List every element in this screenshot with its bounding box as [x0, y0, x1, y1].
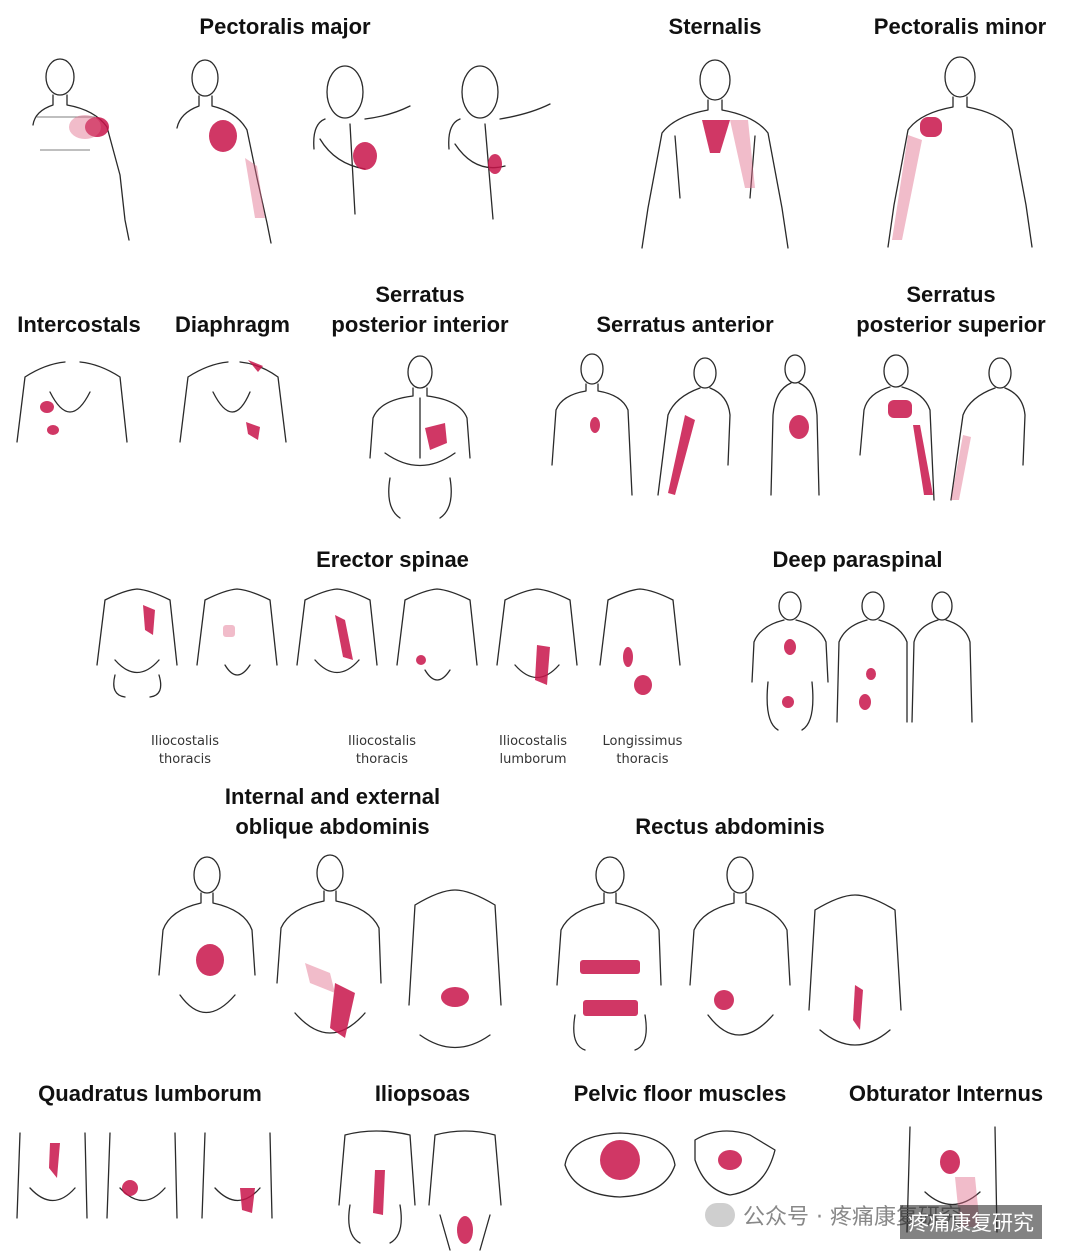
figure-pelvic-floor-1: [564, 1132, 676, 1198]
title-line-1: Internal and external: [224, 784, 441, 809]
figure-sternalis: [641, 59, 789, 249]
figure-intercostals: [16, 361, 128, 443]
title-iliopsoas: Iliopsoas: [374, 1081, 471, 1106]
label-line-2: lumborum: [499, 752, 567, 767]
figure-quadratus-lumborum-2: [106, 1132, 178, 1219]
figure-erector-spinae-5: [496, 588, 578, 685]
figure-pectoralis-major-3: [313, 65, 411, 215]
label-iliocostalis-lumborum: Iliocostalis lumborum: [483, 733, 583, 769]
label-line-1: Iliocostalis: [499, 734, 567, 749]
figure-oblique-3: [408, 889, 502, 1048]
figure-erector-spinae-1: [96, 588, 178, 698]
figure-serratus-anterior-2: [657, 357, 731, 496]
figure-erector-spinae-6: [599, 588, 681, 695]
title-serratus-anterior: Serratus anterior: [596, 312, 774, 337]
figure-pectoralis-major-4: [448, 65, 551, 220]
title-serratus-posterior-superior: Serratus posterior superior: [845, 280, 1057, 340]
title-pectoralis-minor: Pectoralis minor: [873, 14, 1047, 39]
figure-iliopsoas-2: [428, 1130, 502, 1251]
figure-pectoralis-minor: [887, 56, 1033, 248]
title-line-2: oblique abdominis: [235, 814, 430, 839]
title-serratus-posterior-interior: Serratus posterior interior: [315, 280, 525, 340]
figure-serratus-posterior-interior: [369, 355, 471, 519]
title-pectoralis-major: Pectoralis major: [199, 14, 371, 39]
title-oblique-abdominis: Internal and external oblique abdominis: [195, 782, 470, 842]
figure-quadratus-lumborum-1: [16, 1132, 88, 1219]
title-diaphragm: Diaphragm: [175, 312, 290, 337]
label-line-2: thoracis: [158, 752, 212, 767]
figure-serratus-posterior-superior-2: [950, 357, 1026, 501]
label-longissimus-thoracis: Longissimus thoracis: [590, 733, 695, 769]
figure-oblique-2: [276, 854, 382, 1038]
label-line-1: Iliocostalis: [348, 734, 416, 749]
title-line-2: posterior superior: [856, 312, 1046, 337]
figure-pectoralis-major-2: [176, 59, 272, 244]
watermark-overlay: 疼痛康复研究: [900, 1205, 1042, 1239]
title-obturator-internus: Obturator Internus: [848, 1081, 1044, 1106]
title-line-1: Serratus: [906, 282, 996, 307]
figure-iliopsoas-1: [338, 1130, 416, 1244]
figure-erector-spinae-3: [296, 588, 378, 674]
figure-pectoralis-major-1: [32, 58, 130, 241]
figure-serratus-anterior-3: [770, 354, 820, 496]
label-iliocostalis-thoracis-b: Iliocostalis thoracis: [332, 733, 432, 769]
label-line-2: thoracis: [616, 752, 669, 767]
title-rectus-abdominis: Rectus abdominis: [635, 814, 825, 839]
figure-erector-spinae-2: [196, 588, 278, 676]
figure-rectus-abdominis-3: [808, 894, 902, 1046]
wechat-icon: [705, 1203, 735, 1227]
figure-pelvic-floor-2: [694, 1130, 776, 1196]
title-intercostals: Intercostals: [17, 312, 141, 337]
figure-rectus-abdominis-1: [556, 856, 662, 1051]
figure-deep-paraspinal-2: [836, 591, 908, 723]
title-erector-spinae: Erector spinae: [316, 547, 469, 572]
figure-oblique-1: [158, 856, 256, 1013]
figure-serratus-posterior-superior-1: [859, 354, 935, 501]
title-pelvic-floor: Pelvic floor muscles: [573, 1081, 787, 1106]
label-line-1: Longissimus: [602, 734, 683, 749]
figure-deep-paraspinal-1: [751, 591, 829, 731]
figure-quadratus-lumborum-3: [201, 1132, 273, 1219]
figure-rectus-abdominis-2: [689, 856, 791, 1036]
title-line-1: Serratus: [375, 282, 465, 307]
title-sternalis: Sternalis: [668, 14, 762, 39]
label-iliocostalis-thoracis-a: Iliocostalis thoracis: [135, 733, 235, 769]
label-line-2: thoracis: [355, 752, 409, 767]
title-deep-paraspinal: Deep paraspinal: [772, 547, 943, 572]
figure-deep-paraspinal-3: [911, 591, 973, 723]
figure-erector-spinae-4: [396, 588, 478, 681]
figure-diaphragm: [179, 360, 287, 443]
title-line-2: posterior interior: [331, 312, 509, 337]
label-line-1: Iliocostalis: [151, 734, 219, 749]
title-quadratus-lumborum: Quadratus lumborum: [38, 1081, 262, 1106]
figure-serratus-anterior-1: [551, 353, 633, 496]
